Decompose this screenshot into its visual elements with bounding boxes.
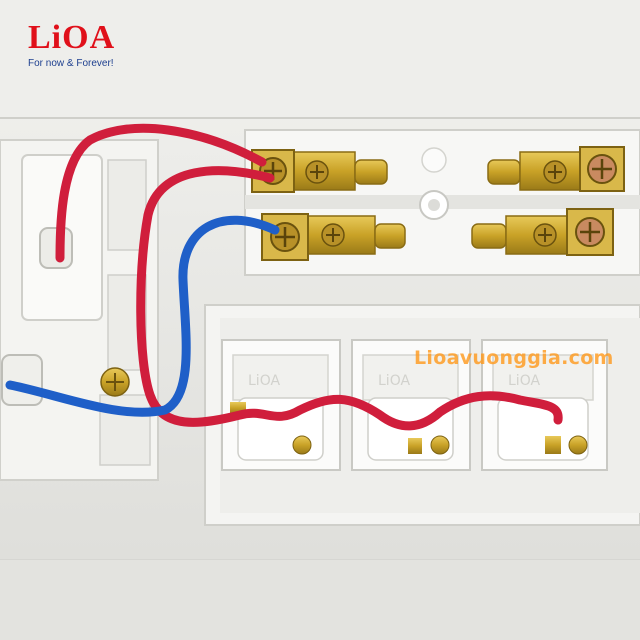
switch-module	[0, 139, 159, 481]
brand-logo: LiOA For now & Forever!	[28, 19, 116, 70]
panel-bottom-rim	[0, 560, 640, 640]
brand-slogan: For now & Forever!	[28, 58, 114, 69]
socket-module-1	[221, 339, 341, 471]
red-wire-loop	[136, 166, 563, 431]
panel-top-rim	[0, 0, 640, 118]
socket-embossing-3: LiOA	[508, 373, 540, 389]
socket-embossing-1: LiOA	[248, 373, 280, 389]
terminal-block	[244, 129, 640, 276]
brand-name: LiOA	[28, 19, 116, 56]
blue-wire	[5, 215, 280, 417]
socket-embossing-2: LiOA	[378, 373, 410, 389]
socket-module-3	[481, 339, 608, 471]
red-wire-upper	[55, 123, 267, 263]
watermark-text: Lioavuonggia.com	[414, 347, 614, 369]
